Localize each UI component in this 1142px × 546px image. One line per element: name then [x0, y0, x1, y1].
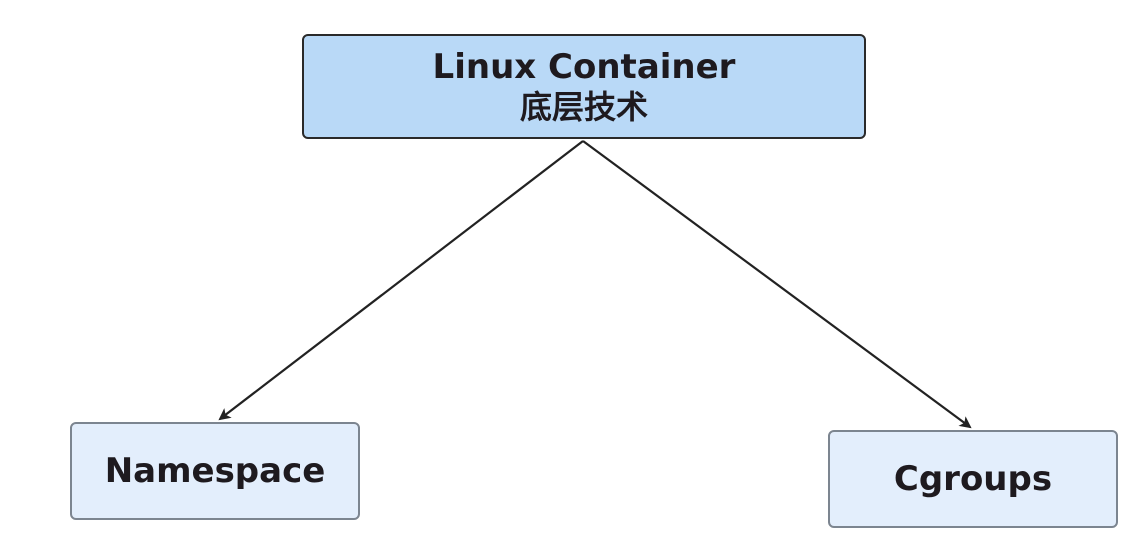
root-node[interactable]: Linux Container 底层技术: [302, 34, 866, 139]
root-subtitle: 底层技术: [519, 87, 648, 126]
edge-to-cgroups: [582, 140, 972, 429]
edge-to-namespace: [218, 140, 584, 421]
cgroups-label: Cgroups: [893, 459, 1053, 499]
root-title: Linux Container: [432, 46, 736, 87]
namespace-label: Namespace: [104, 451, 326, 491]
cgroups-node[interactable]: Cgroups: [828, 430, 1118, 528]
namespace-node[interactable]: Namespace: [70, 422, 360, 520]
